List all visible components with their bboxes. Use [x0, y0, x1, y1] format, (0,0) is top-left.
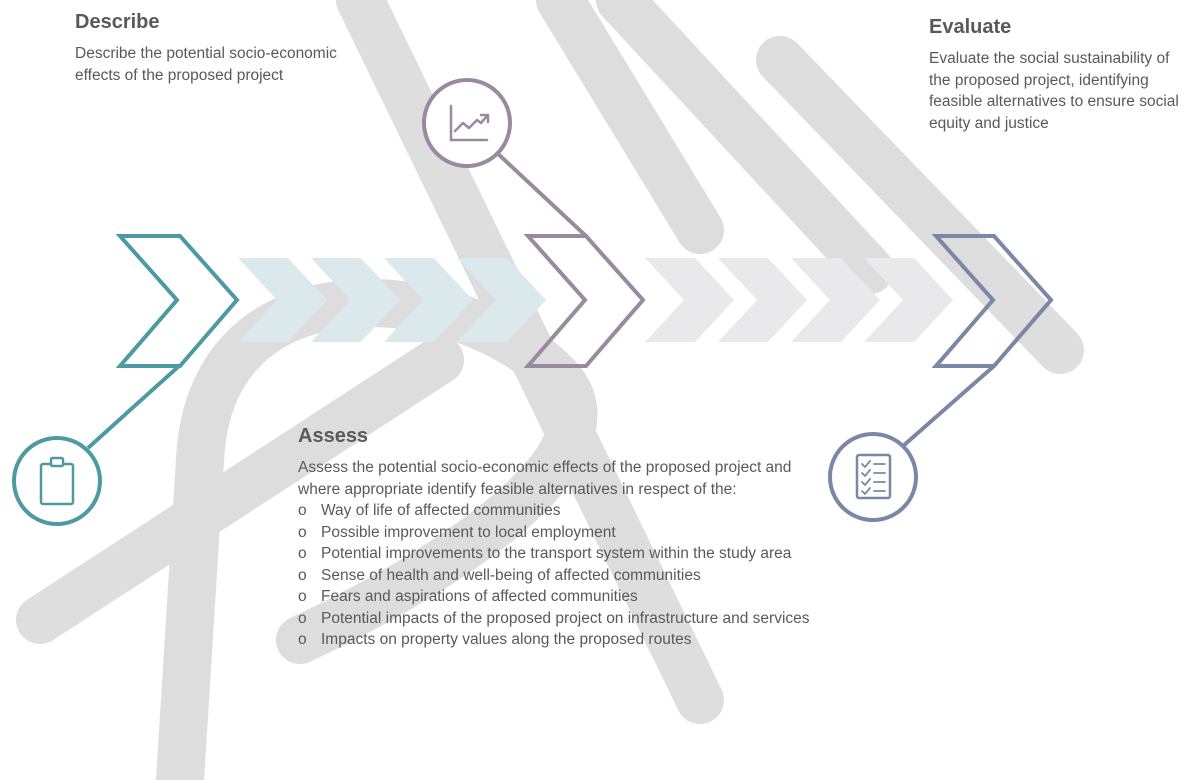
bullet-marker: o	[298, 545, 307, 562]
describe-chevron	[115, 234, 240, 368]
evaluate-text: Evaluate the social sustainability of th…	[929, 50, 1179, 132]
watermark-stroke	[596, 0, 894, 294]
faded-chevron	[864, 258, 953, 342]
list-item-text: Way of life of affected communities	[321, 502, 561, 519]
list-item: o Possible improvement to local employmen…	[298, 522, 818, 544]
bullet-marker: o	[298, 588, 307, 605]
list-item-text: Sense of health and well-being of affect…	[321, 566, 701, 584]
describe-connector	[86, 364, 181, 450]
assess-intro: Assess the potential socio-economic effe…	[298, 459, 792, 498]
watermark-stroke	[336, 0, 724, 724]
faded-chevrons-grey	[645, 258, 953, 342]
list-item-text: Potential impacts of the proposed projec…	[321, 609, 810, 627]
describe-heading: Describe	[75, 11, 160, 33]
describe-text: Describe the potential socio-economic ef…	[75, 45, 337, 84]
watermark-stroke	[756, 36, 1084, 374]
describe-step: Describe Describe the potential socio-ec…	[75, 10, 355, 86]
bullet-marker: o	[298, 566, 307, 584]
assess-chevron	[523, 234, 646, 368]
list-item: o Impacts on property values along the pr…	[298, 629, 818, 651]
watermark	[16, 0, 1084, 780]
watermark-stroke	[536, 0, 724, 254]
evaluate-heading: Evaluate	[929, 16, 1012, 38]
bullet-marker: o	[298, 609, 307, 627]
list-item: o Fears and aspirations of affected commu…	[298, 586, 818, 608]
faded-chevron	[384, 258, 473, 342]
list-item-text: Potential improvements to the transport …	[321, 545, 792, 562]
list-item-text: Impacts on property values along the pro…	[321, 631, 692, 648]
assess-heading: Assess	[298, 425, 369, 447]
faded-chevron	[718, 258, 807, 342]
assess-step: Assess Assess the potential socio-econom…	[298, 424, 818, 651]
trending-chart-icon	[422, 78, 512, 168]
list-item-text: Possible improvement to local employment	[321, 523, 616, 541]
evaluate-step: Evaluate Evaluate the social sustainabil…	[929, 15, 1189, 134]
faded-chevron	[238, 258, 327, 342]
faded-chevron	[645, 258, 734, 342]
list-item-text: Fears and aspirations of affected commun…	[321, 588, 638, 605]
list-item: o Potential impacts of the proposed proje…	[298, 608, 818, 630]
evaluate-connector	[901, 364, 996, 448]
list-item: o Sense of health and well-being of affec…	[298, 565, 818, 587]
faded-chevron	[791, 258, 880, 342]
bullet-marker: o	[298, 631, 307, 648]
assess-connector	[494, 150, 588, 238]
watermark-stroke	[16, 336, 464, 644]
clipboard-icon	[12, 436, 102, 526]
faded-chevron	[457, 258, 546, 342]
bullet-marker: o	[298, 502, 307, 519]
checklist-icon	[828, 432, 918, 522]
bullet-marker: o	[298, 523, 307, 541]
list-item: o Way of life of affected communities	[298, 500, 818, 522]
list-item: o Potential improvements to the transport…	[298, 543, 818, 565]
faded-chevrons-teal	[238, 258, 546, 342]
faded-chevron	[311, 258, 400, 342]
